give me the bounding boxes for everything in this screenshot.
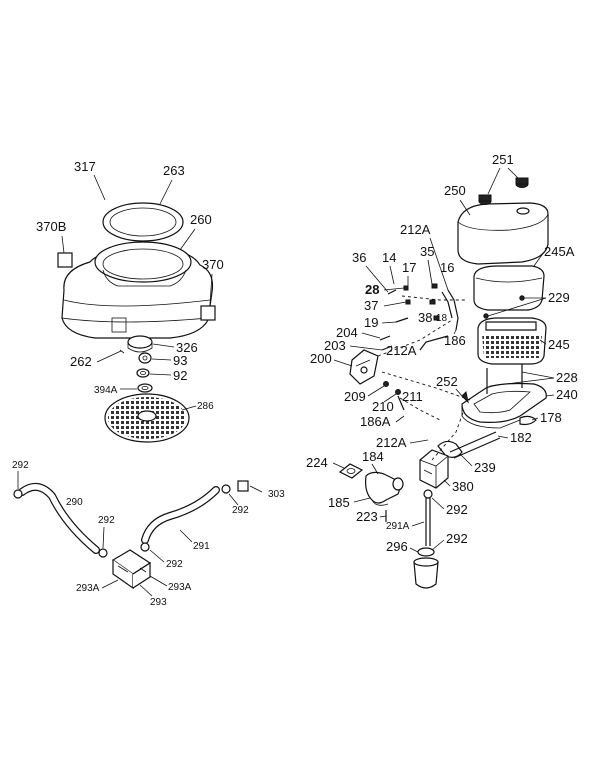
air-cleaner-cover-250 [457, 202, 549, 265]
label-292-e: 292 [446, 502, 468, 517]
washer-92 [136, 368, 150, 378]
label-293A-1: 293A [76, 583, 100, 594]
label-245A: 245A [544, 244, 575, 259]
nut-93 [138, 352, 152, 364]
label-326: 326 [176, 340, 198, 355]
label-292-c: 292 [166, 559, 183, 570]
tube-182 [449, 431, 497, 453]
decal-370B [57, 252, 73, 268]
label-36: 36 [352, 250, 366, 265]
label-239: 239 [474, 460, 496, 475]
gasket-224 [338, 463, 364, 479]
air-cleaner-base-240 [461, 382, 547, 429]
label-224: 224 [306, 455, 328, 470]
governor-lever-200 [349, 349, 379, 385]
label-293: 293 [150, 597, 167, 608]
label-262: 262 [70, 354, 92, 369]
label-292-f: 292 [446, 531, 468, 546]
label-92: 92 [173, 368, 187, 383]
gasket-ring-263 [102, 202, 184, 242]
label-394A: 394A [94, 385, 118, 396]
label-380: 380 [452, 479, 474, 494]
label-28: 28 [365, 282, 379, 297]
right-labels: 251 250 212A 245A 36 14 35 17 16 28 229 … [306, 152, 578, 554]
label-370B: 370B [36, 219, 66, 234]
label-185: 185 [328, 495, 350, 510]
label-252: 252 [436, 374, 458, 389]
label-240: 240 [556, 387, 578, 402]
label-290: 290 [66, 497, 83, 508]
label-292-b: 292 [98, 515, 115, 526]
label-204: 204 [336, 325, 358, 340]
label-209: 209 [344, 389, 366, 404]
part-394A [137, 383, 153, 393]
label-292-a: 292 [12, 460, 29, 471]
clamp-292-e [423, 489, 433, 499]
label-186A: 186A [360, 414, 391, 429]
label-93: 93 [173, 353, 187, 368]
knob-251-a [478, 194, 492, 205]
label-184: 184 [362, 449, 384, 464]
label-38: 38 [418, 310, 432, 325]
blower-housing-group: 317 263 260 370B 370 262 326 93 92 394A … [36, 159, 224, 443]
label-210: 210 [372, 399, 394, 414]
label-203: 203 [324, 338, 346, 353]
fuel-filter-293 [111, 549, 152, 590]
label-317: 317 [74, 159, 96, 174]
label-370: 370 [202, 257, 224, 272]
knob-251-b [515, 177, 529, 188]
blower-housing-260 [61, 241, 214, 339]
cap-326 [127, 335, 153, 349]
intake-elbow-184 [365, 471, 404, 506]
clamp-292-b [98, 548, 108, 558]
part-252 [461, 390, 469, 404]
label-229: 229 [548, 290, 570, 305]
clamp-292-c [140, 542, 150, 552]
label-286: 286 [197, 401, 214, 412]
label-18: 18 [436, 313, 448, 324]
label-200: 200 [310, 351, 332, 366]
label-186: 186 [444, 333, 466, 348]
label-292-d: 292 [232, 505, 249, 516]
carburetor-380 [419, 449, 449, 489]
label-303: 303 [268, 489, 285, 500]
pre-cleaner-245A [473, 265, 545, 311]
label-296: 296 [386, 539, 408, 554]
label-293A-2: 293A [168, 582, 192, 593]
part-178 [519, 415, 537, 426]
label-212A-3: 212A [376, 435, 407, 450]
clamp-292-d [221, 484, 231, 494]
label-212A-1: 212A [400, 222, 431, 237]
label-16: 16 [440, 260, 454, 275]
label-182: 182 [510, 430, 532, 445]
label-178: 178 [540, 410, 562, 425]
label-37: 37 [364, 298, 378, 313]
label-212A-2: 212A [386, 343, 417, 358]
label-263: 263 [163, 163, 185, 178]
label-17: 17 [402, 260, 416, 275]
label-228: 228 [556, 370, 578, 385]
rotating-screen-286 [104, 393, 190, 443]
label-260: 260 [190, 212, 212, 227]
label-291: 291 [193, 541, 210, 552]
air-cleaner-group [338, 177, 549, 589]
label-211: 211 [402, 389, 423, 404]
label-291A: 291A [386, 521, 410, 532]
clamp-292-a [13, 489, 23, 499]
label-223: 223 [356, 509, 378, 524]
filter-cartridge-245 [477, 317, 547, 365]
fuel-bowl-296 [413, 547, 439, 589]
label-19: 19 [364, 315, 378, 330]
label-250: 250 [444, 183, 466, 198]
label-35: 35 [420, 244, 434, 259]
shutoff-valve-303 [237, 480, 263, 493]
label-251: 251 [492, 152, 514, 167]
label-14: 14 [382, 250, 396, 265]
breather-tube-186 [447, 289, 459, 331]
decal-370 [200, 305, 216, 321]
fuel-line-group: 292 290 292 292 291 293A 293 293A 292 30… [12, 460, 285, 608]
label-245: 245 [548, 337, 570, 352]
